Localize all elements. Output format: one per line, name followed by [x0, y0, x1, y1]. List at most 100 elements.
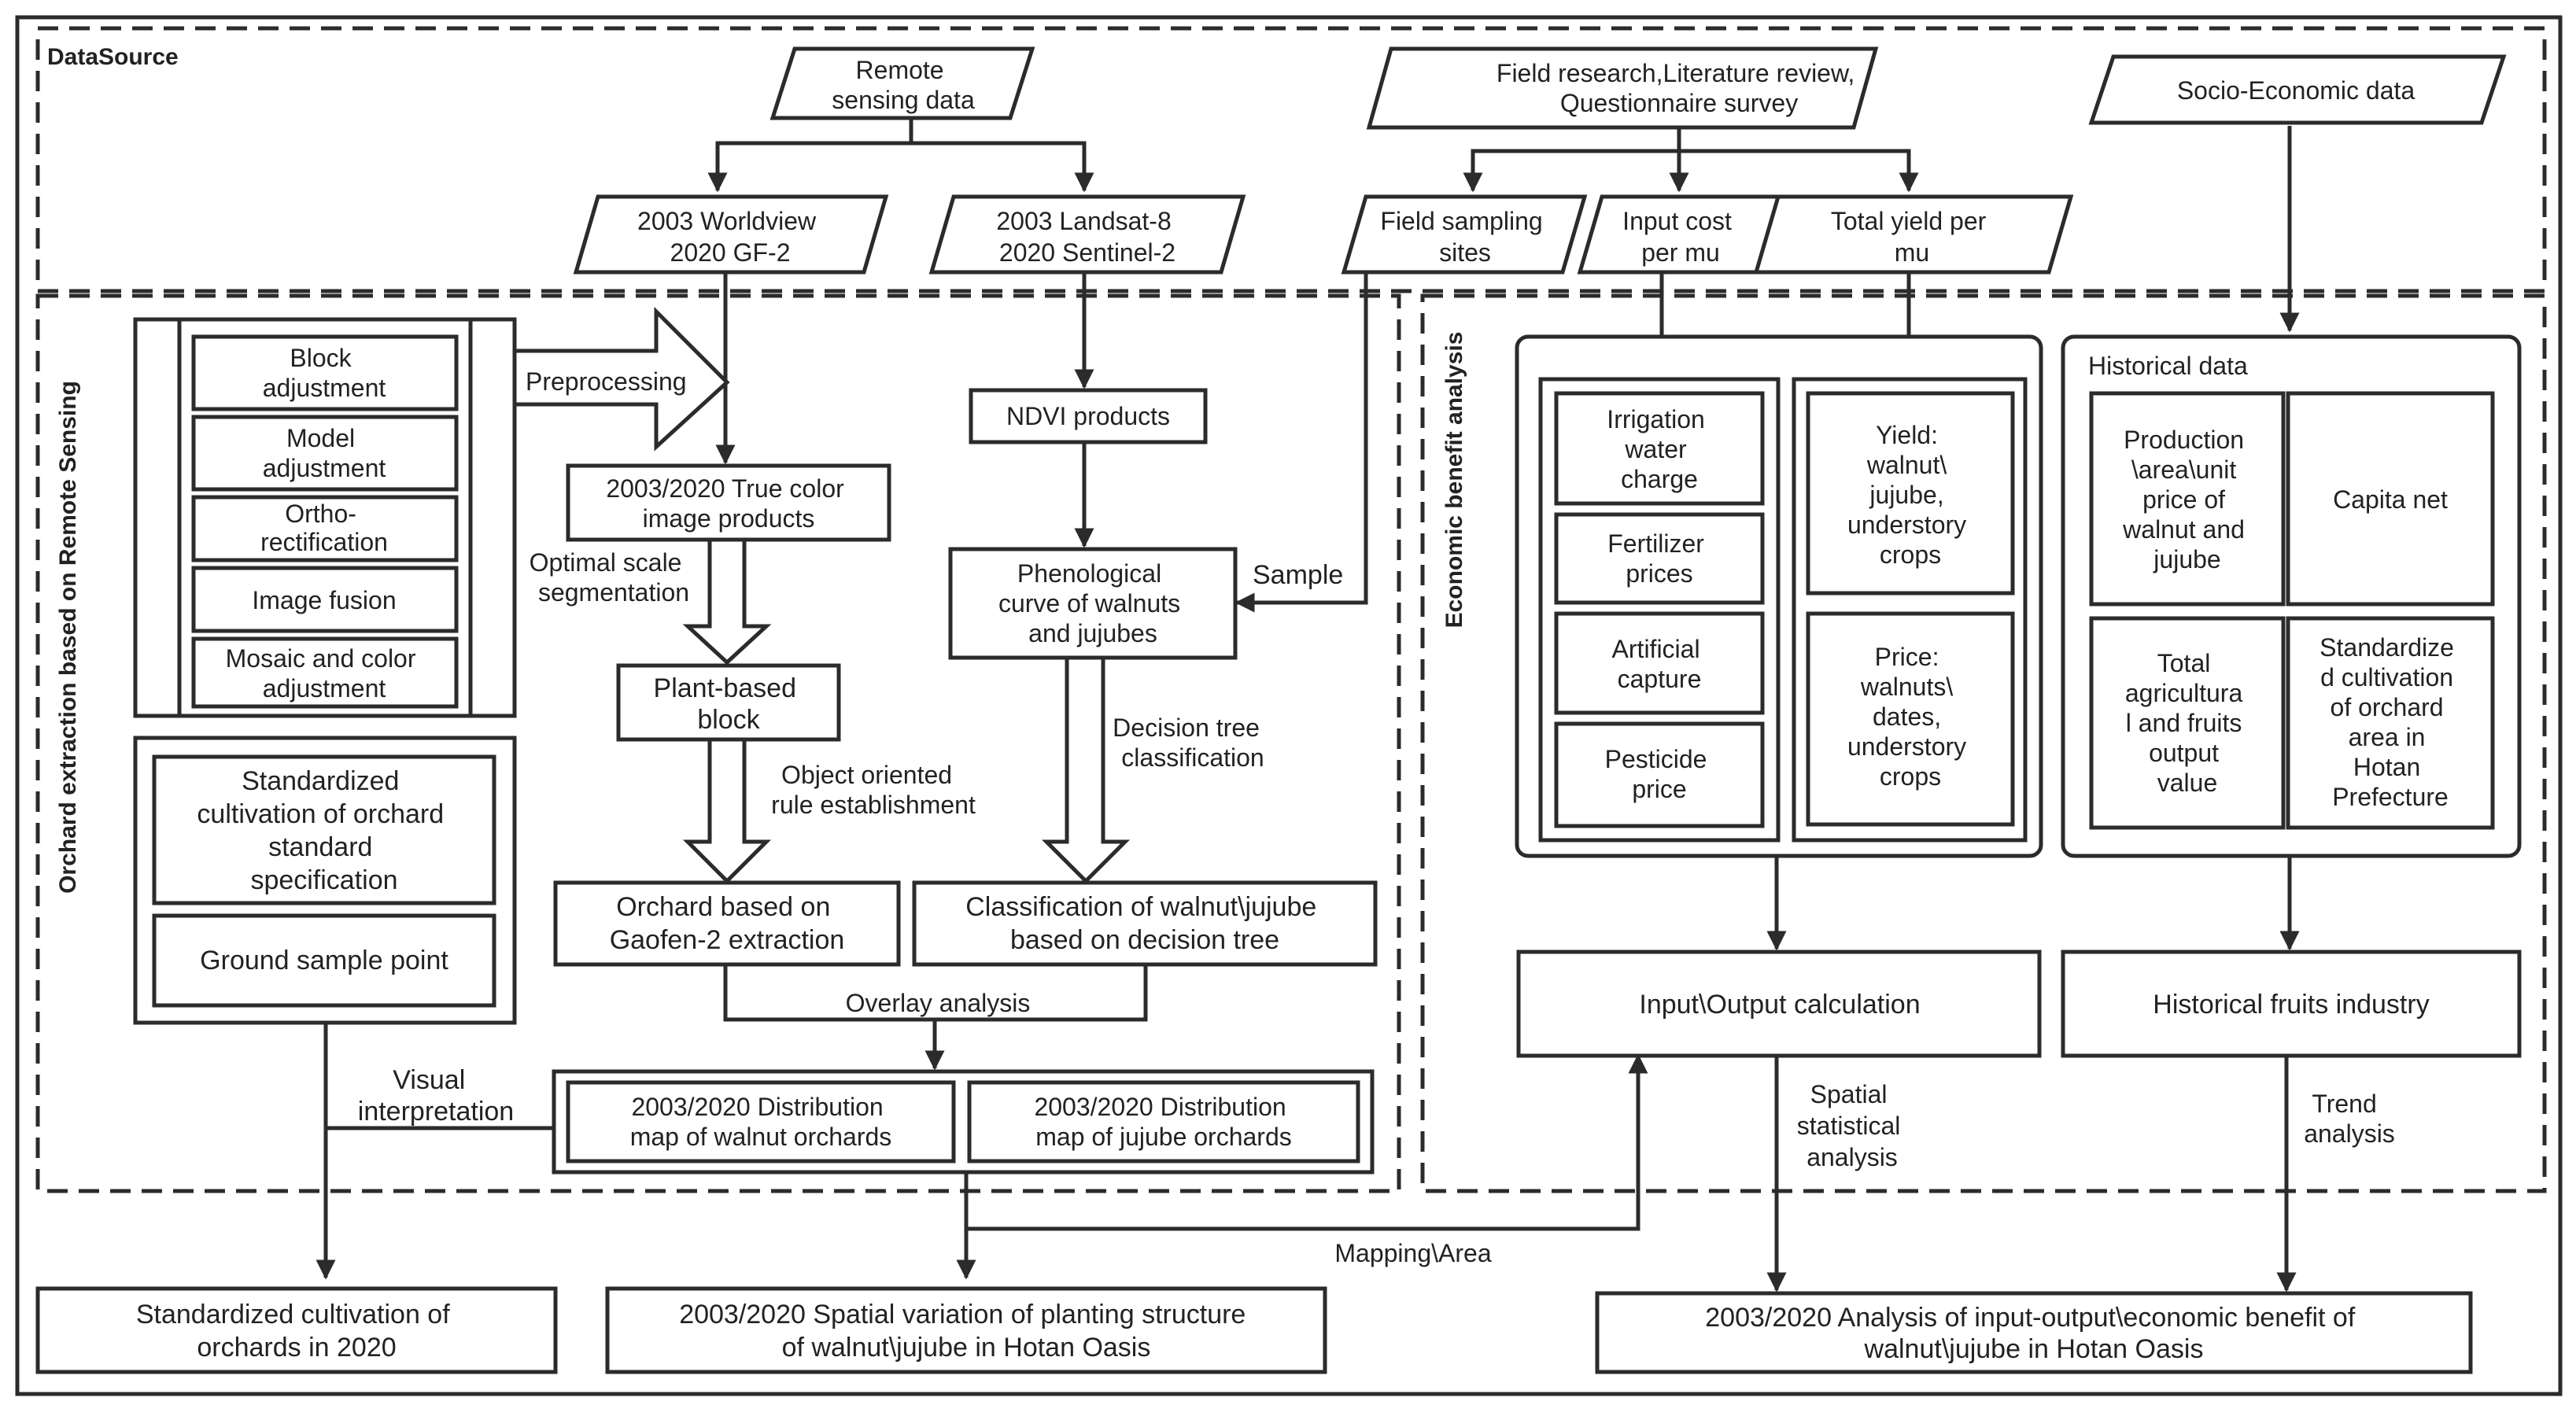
step-model-adjustment: [191, 415, 459, 492]
standard-spec-box: [152, 754, 496, 905]
field-research: Field research,Literature review, Questi…: [1366, 46, 1879, 130]
capita-net-text: Capita net: [2333, 485, 2448, 514]
output-value-text: Total agricultura l and fruits output va…: [2125, 649, 2249, 797]
phenological-text: Phenological curve of walnuts and jujube…: [998, 559, 1187, 647]
visual-interpretation-label: Visual interpretation: [358, 1065, 514, 1127]
classification-text: Classification of walnut\jujube based on…: [965, 892, 1323, 955]
orchard-section-title: Orchard extraction based on Remote Sensi…: [55, 381, 81, 894]
input-output-calculation: Input\Output calculation: [1516, 950, 2042, 1058]
historical-data-title: Historical data: [2088, 352, 2248, 380]
outer-frame: [15, 15, 2563, 1396]
hist-industry-text: Historical fruits industry: [2153, 990, 2429, 1020]
ndvi-text: NDVI products: [1006, 402, 1170, 430]
walnut-map-text: 2003/2020 Distribution map of walnut orc…: [630, 1093, 892, 1151]
output-economic-text: 2003/2020 Analysis of input-output\econo…: [1705, 1303, 2362, 1364]
step-mosaic-text: Mosaic and color adjustment: [226, 644, 423, 702]
remote-sensing-text: Remote sensing data: [832, 56, 975, 114]
step-ortho-text: Ortho- rectification: [260, 500, 388, 556]
step-model-text: Model adjustment: [263, 424, 386, 482]
total-yield-per-mu: Total yield per mu: [1753, 194, 2074, 275]
total-yield-text: Total yield per mu: [1831, 207, 1993, 267]
step-block-text: Block adjustment: [263, 344, 386, 402]
yield-box: [1806, 391, 2015, 596]
socio-economic-data: Socio-Economic data: [2088, 54, 2507, 125]
irrigation-box: [1554, 391, 1765, 506]
ndvi-products: NDVI products: [969, 388, 1208, 444]
input-cost-text: Input cost per mu: [1622, 207, 1739, 267]
decision-tree-arrow: [1041, 655, 1131, 884]
production-text: Production \area\unit price of walnut an…: [2122, 426, 2252, 573]
cost-yield-panel: Irrigation water charge Fertilizer price…: [1515, 334, 2043, 858]
arrow-field-to-sampling: [1463, 126, 1681, 193]
segmentation-arrow: [682, 537, 772, 666]
standardized-area-text: Standardize d cultivation of orchard are…: [2320, 633, 2461, 811]
output-spatial-text: 2003/2020 Spatial variation of planting …: [679, 1300, 1253, 1363]
distribution-maps: 2003/2020 Distribution map of walnut orc…: [552, 1069, 1375, 1175]
rule-arrow: [682, 737, 772, 884]
sample-label: Sample: [1253, 560, 1343, 590]
output-spatial-variation: 2003/2020 Spatial variation of planting …: [605, 1286, 1327, 1374]
output-standardized-text: Standardized cultivation of orchards in …: [136, 1300, 457, 1363]
field-research-text: Field research,Literature review, Questi…: [1497, 59, 1862, 117]
jujube-map-text: 2003/2020 Distribution map of jujube orc…: [1034, 1093, 1293, 1151]
orchard-gaofen2: Orchard based on Gaofen-2 extraction: [553, 880, 901, 967]
pesticide-box: [1554, 721, 1765, 828]
landsat-text: 2003 Landsat-8 2020 Sentinel-2: [996, 207, 1178, 267]
worldview-gf2: 2003 Worldview 2020 GF-2: [573, 194, 889, 275]
preprocessing-label: Preprocessing: [526, 367, 687, 396]
field-sampling-text: Field sampling sites: [1380, 207, 1549, 267]
trend-label: Trend analysis: [2304, 1090, 2395, 1148]
landsat-sentinel: 2003 Landsat-8 2020 Sentinel-2: [928, 194, 1246, 275]
orchard-gf2-text: Orchard based on Gaofen-2 extraction: [610, 892, 845, 955]
capita-net-box: [2286, 391, 2495, 607]
rule-label: Object oriented rule establishment: [771, 761, 976, 819]
output-standardized-cultivation: Standardized cultivation of orchards in …: [35, 1286, 558, 1374]
historical-fruits-industry: Historical fruits industry: [2061, 950, 2522, 1058]
worldview-text: 2003 Worldview 2020 GF-2: [637, 207, 823, 267]
artificial-box: [1554, 611, 1765, 715]
overlay-label: Overlay analysis: [846, 989, 1031, 1017]
fertilizer-text: Fertilizer prices: [1607, 529, 1711, 588]
connectors: [316, 116, 2300, 1293]
input-cost-per-mu: Input cost per mu: [1577, 194, 1786, 275]
field-sampling-sites: Field sampling sites: [1341, 194, 1588, 275]
step-mosaic: [191, 636, 459, 709]
socio-economic-text: Socio-Economic data: [2177, 76, 2415, 105]
ground-sample-box: [152, 913, 496, 1008]
step-block-adjustment: [191, 334, 459, 411]
arrow-mapping-to-io: [966, 1053, 1648, 1231]
ground-sample-text: Ground sample point: [200, 946, 448, 975]
walnut-map-box: [566, 1080, 956, 1163]
yield-text: Yield: walnut\ jujube, understory crops: [1847, 421, 1973, 569]
datasource-section-title: DataSource: [47, 44, 179, 70]
standardized-area-box: [2286, 616, 2495, 830]
decision-label: Decision tree classification: [1113, 714, 1267, 772]
economic-section-title: Economic benefit analysis: [1441, 332, 1467, 629]
step-image-fusion: [191, 566, 459, 633]
phenological-curve: Phenological curve of walnuts and jujube…: [948, 547, 1238, 660]
io-calc-text: Input\Output calculation: [1639, 990, 1920, 1020]
classification-decision-tree: Classification of walnut\jujube based on…: [912, 880, 1378, 967]
jujube-map-box: [967, 1080, 1360, 1163]
output-value-box: [2089, 616, 2286, 830]
output-economic-analysis: 2003/2020 Analysis of input-output\econo…: [1595, 1291, 2473, 1374]
standard-spec-text: Standardized cultivation of orchard stan…: [197, 766, 451, 895]
segmentation-label: Optimal scale segmentation: [530, 548, 689, 607]
preprocessing-panel: Block adjustment Model adjustment Ortho-…: [133, 317, 517, 718]
remote-sensing-data: Remote sensing data: [769, 46, 1035, 120]
plant-block-text: Plant-based block: [654, 673, 804, 735]
orchard-section: [35, 293, 1401, 1193]
production-box: [2089, 391, 2286, 607]
arrow-sample-to-phenology: [1234, 274, 1368, 613]
mapping-area-label: Mapping\Area: [1334, 1239, 1491, 1267]
irrigation-text: Irrigation water charge: [1607, 405, 1711, 493]
spatial-stat-label: Spatial statistical analysis: [1797, 1080, 1907, 1171]
arrow-remote-to-worldview: [707, 116, 913, 193]
step-ortho-rectification: [191, 495, 459, 562]
preprocessing-arrow: [511, 306, 730, 452]
pesticide-text: Pesticide price: [1605, 745, 1714, 803]
arrow-remote-to-landsat: [911, 141, 1094, 193]
true-color-text: 2003/2020 True color image products: [606, 474, 851, 533]
plant-based-block: Plant-based block: [616, 663, 841, 742]
